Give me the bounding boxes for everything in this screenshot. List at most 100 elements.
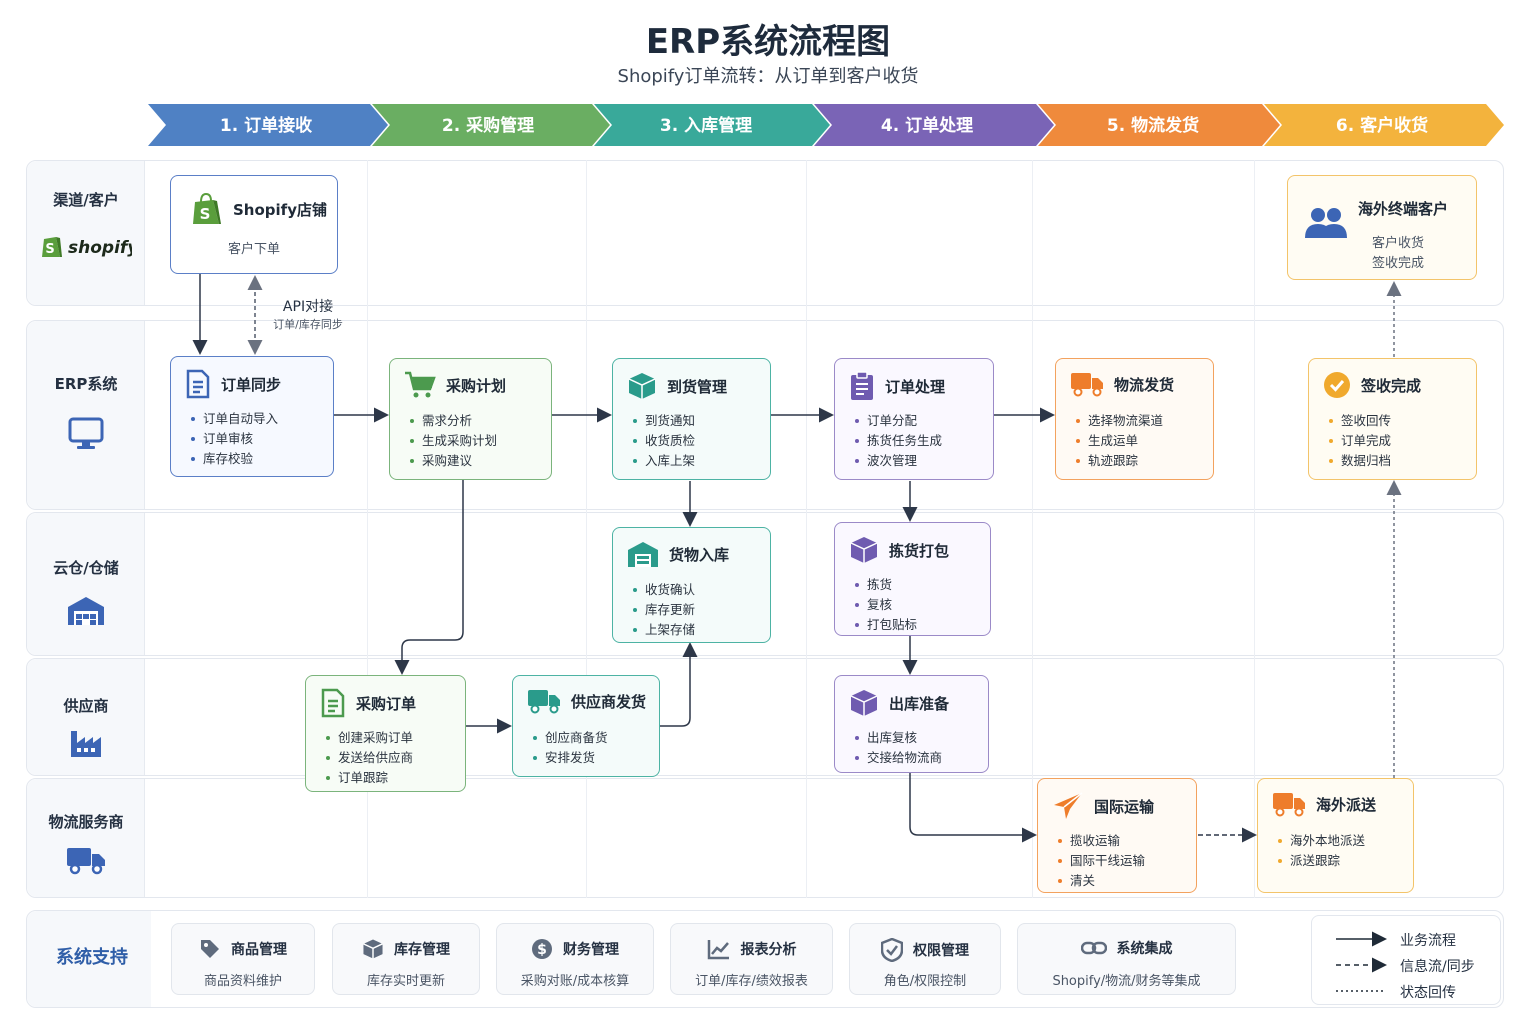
- card-title: 海外派送: [1316, 795, 1377, 814]
- shopify-logo: S shopify: [27, 231, 145, 261]
- phase-6-label: 6. 客户收货: [1336, 115, 1428, 136]
- legend: 业务流程 信息流/同步 状态回传: [1311, 915, 1501, 1005]
- list-item: 打包贴标: [855, 615, 917, 635]
- support-item-reports[interactable]: 报表分析 订单/库存/绩效报表: [670, 923, 833, 995]
- list-item: 安排发货: [533, 748, 608, 768]
- list-item: 订单自动导入: [191, 409, 278, 429]
- card-title: 订单同步: [221, 375, 282, 394]
- list-item: 波次管理: [855, 451, 942, 471]
- support-item-inventory[interactable]: 库存管理 库存实时更新: [332, 923, 480, 995]
- card-order-sync[interactable]: 订单同步 订单自动导入 订单审核 库存校验: [170, 356, 334, 477]
- arrow-outbound-to-intl: [909, 773, 1037, 843]
- support-item-finance[interactable]: $财务管理 采购对账/成本核算: [496, 923, 654, 995]
- page-title: ERP系统流程图: [645, 22, 891, 62]
- phase-5-label: 5. 物流发货: [1107, 115, 1199, 136]
- list-item: 订单分配: [855, 411, 942, 431]
- lane-supplier: 供应商: [26, 658, 1504, 776]
- phase-6: 6. 客户收货: [1264, 104, 1504, 146]
- card-title: 拣货打包: [889, 541, 950, 560]
- list-item: 数据归档: [1329, 451, 1391, 471]
- card-intl-transport[interactable]: 国际运输 揽收运输 国际干线运输 清关: [1037, 778, 1197, 893]
- card-items: 创应商备货 安排发货: [533, 728, 608, 768]
- card-order-processing[interactable]: 订单处理 订单分配 拣货任务生成 波次管理: [834, 358, 994, 480]
- card-logistics-shipping[interactable]: 物流发货 选择物流渠道 生成运单 轨迹跟踪: [1055, 358, 1214, 480]
- list-item: 派送跟踪: [1278, 851, 1365, 871]
- list-item: 拣货: [855, 575, 917, 595]
- card-overseas-delivery[interactable]: 海外派送 海外本地派送 派送跟踪: [1257, 778, 1414, 893]
- card-shopify-store[interactable]: S Shopify店铺 客户下单: [170, 175, 338, 274]
- arrow-plan-to-po: [394, 480, 464, 675]
- card-title: Shopify店铺: [233, 200, 327, 219]
- card-items: 出库复核 交接给物流商: [855, 728, 942, 768]
- list-item: 订单审核: [191, 429, 278, 449]
- list-item: 生成采购计划: [410, 431, 497, 451]
- support-title: 报表分析: [740, 942, 797, 958]
- card-items: 揽收运输 国际干线运输 清关: [1058, 831, 1145, 891]
- lane-warehouse-label: 云仓/仓储: [53, 559, 119, 577]
- page-subtitle: Shopify订单流转：从订单到客户收货: [617, 66, 919, 87]
- list-item: 拣货任务生成: [855, 431, 942, 451]
- list-item: 到货通知: [633, 411, 695, 431]
- card-pick-pack[interactable]: 拣货打包 拣货 复核 打包贴标: [834, 522, 991, 636]
- card-sign-complete[interactable]: 签收完成 签收回传 订单完成 数据归档: [1308, 358, 1477, 480]
- truck-icon: [27, 845, 145, 875]
- tag-icon: [201, 940, 219, 958]
- list-item: 交接给物流商: [855, 748, 942, 768]
- card-title: 国际运输: [1094, 797, 1155, 816]
- support-desc: 库存实时更新: [366, 974, 445, 989]
- api-label: API对接: [283, 298, 333, 315]
- card-outbound-prep[interactable]: 出库准备 出库复核 交接给物流商: [834, 675, 989, 773]
- document-icon: [321, 688, 345, 718]
- card-title: 到货管理: [667, 377, 728, 396]
- card-items: 海外本地派送 派送跟踪: [1278, 831, 1365, 871]
- phase-2: 2. 采购管理: [372, 104, 610, 146]
- card-purchase-plan[interactable]: 采购计划 需求分析 生成采购计划 采购建议: [389, 358, 552, 480]
- card-title: 出库准备: [889, 694, 950, 713]
- card-desc-2: 签收完成: [1371, 256, 1424, 271]
- list-item: 国际干线运输: [1058, 851, 1145, 871]
- list-item: 发送给供应商: [326, 748, 413, 768]
- card-goods-inbound[interactable]: 货物入库 收货确认 库存更新 上架存储: [612, 527, 771, 643]
- support-title: 系统集成: [1116, 941, 1173, 957]
- card-desc-1: 客户收货: [1371, 236, 1424, 251]
- list-item: 库存更新: [633, 600, 695, 620]
- list-item: 收货质检: [633, 431, 695, 451]
- flow-connectors: API对接 订单/库存同步: [192, 274, 1402, 843]
- truck-icon: [1071, 373, 1103, 397]
- list-item: 订单完成: [1329, 431, 1391, 451]
- lane-supplier-label: 供应商: [63, 697, 109, 715]
- support-title: 权限管理: [913, 943, 969, 959]
- factory-icon: [27, 727, 145, 757]
- card-title: 物流发货: [1114, 375, 1175, 394]
- truck-icon: [1273, 793, 1305, 817]
- list-item: 订单跟踪: [326, 768, 413, 788]
- lane-logistics-label: 物流服务商: [48, 813, 124, 831]
- support-item-product[interactable]: 商品管理 商品资料维护: [171, 923, 315, 995]
- dollar-icon: $: [532, 939, 552, 959]
- list-item: 签收回传: [1329, 411, 1391, 431]
- card-items: 需求分析 生成采购计划 采购建议: [410, 411, 497, 471]
- list-item: 创建采购订单: [326, 728, 413, 748]
- card-items: 选择物流渠道 生成运单 轨迹跟踪: [1076, 411, 1163, 471]
- card-items: 到货通知 收货质检 入库上架: [633, 411, 695, 471]
- card-overseas-customer[interactable]: 海外终端客户 客户收货 签收完成: [1287, 175, 1477, 280]
- support-item-permissions[interactable]: 权限管理 角色/权限控制: [849, 923, 1001, 995]
- card-purchase-order[interactable]: 采购订单 创建采购订单 发送给供应商 订单跟踪: [305, 675, 466, 792]
- list-item: 上架存储: [633, 620, 695, 640]
- card-arrival-mgmt[interactable]: 到货管理 到货通知 收货质检 入库上架: [612, 358, 771, 480]
- legend-info: 信息流/同步: [1400, 959, 1475, 975]
- phase-1: 1. 订单接收: [148, 104, 388, 146]
- support-item-integration[interactable]: 系统集成 Shopify/物流/财务等集成: [1017, 923, 1236, 995]
- list-item: 入库上架: [633, 451, 695, 471]
- warehouse-icon: [27, 595, 145, 627]
- cart-icon: [405, 371, 436, 398]
- list-item: 揽收运输: [1058, 831, 1145, 851]
- list-item: 复核: [855, 595, 917, 615]
- list-item: 生成运单: [1076, 431, 1163, 451]
- card-supplier-shipping[interactable]: 供应商发货 创应商备货 安排发货: [512, 675, 660, 777]
- list-item: 海外本地派送: [1278, 831, 1365, 851]
- support-desc: 订单/库存/绩效报表: [695, 974, 808, 989]
- legend-business: 业务流程: [1400, 933, 1456, 949]
- list-item: 轨迹跟踪: [1076, 451, 1163, 471]
- svg-text:shopify: shopify: [68, 238, 132, 258]
